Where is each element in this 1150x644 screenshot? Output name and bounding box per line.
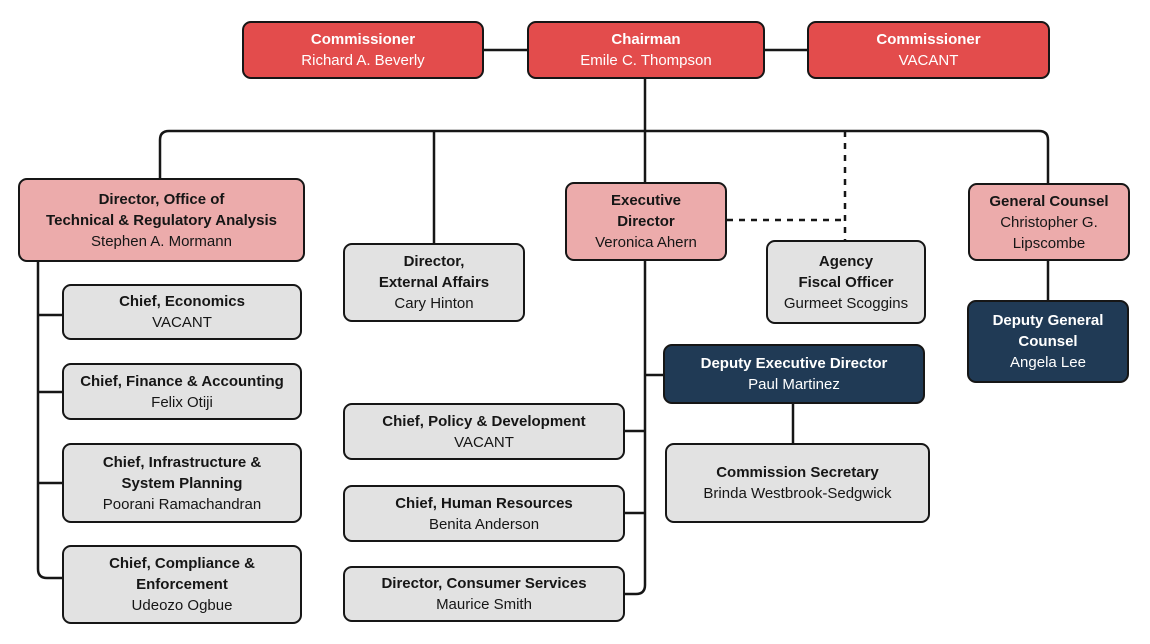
chief-human-resources-title: Chief, Human Resources — [395, 494, 573, 512]
chief-policy-development-name: VACANT — [454, 433, 514, 451]
org-box-chief-infrastructure-system-planning: Chief, Infrastructure & System Planning … — [62, 443, 302, 523]
connector-execdir-chain — [625, 261, 647, 596]
commissioner-right-title: Commissioner — [876, 31, 981, 48]
chief-infrastructure-name: Poorani Ramachandran — [102, 495, 262, 513]
deputy-executive-director-name: Paul Martinez — [748, 376, 840, 393]
org-box-deputy-general-counsel: Deputy General Counsel Angela Lee — [967, 300, 1129, 383]
agency-fiscal-officer-name: Gurmeet Scoggins — [783, 294, 909, 312]
director-consumer-services-title: Director, Consumer Services — [381, 575, 587, 592]
chief-policy-development-title: Chief, Policy & Development — [382, 412, 586, 430]
org-box-commission-secretary: Commission Secretary Brinda Westbrook-Se… — [665, 443, 930, 523]
connector-main-rail — [158, 129, 1050, 183]
org-box-executive-director: Executive Director Veronica Ahern — [565, 182, 727, 261]
general-counsel-title: General Counsel — [989, 192, 1109, 210]
director-otra-name: Stephen A. Mormann — [91, 232, 232, 250]
connector-otra-chain — [36, 262, 62, 580]
org-box-commissioner-left: Commissioner Richard A. Beverly — [242, 21, 484, 79]
commissioner-left-name: Richard A. Beverly — [301, 52, 425, 69]
executive-director-name: Veronica Ahern — [595, 234, 697, 251]
org-box-deputy-executive-director: Deputy Executive Director Paul Martinez — [663, 344, 925, 404]
general-counsel-name: Christopher G. Lipscombe — [1000, 213, 1098, 252]
org-box-agency-fiscal-officer: Agency Fiscal Officer Gurmeet Scoggins — [766, 240, 926, 324]
director-otra-title: Director, Office of Technical & Regulato… — [46, 190, 277, 229]
executive-director-title: Executive Director — [610, 192, 682, 230]
commissioner-right-name: VACANT — [898, 52, 959, 69]
chairman-title: Chairman — [611, 31, 681, 48]
org-box-director-consumer-services: Director, Consumer Services Maurice Smit… — [343, 566, 625, 622]
chief-compliance-name: Udeozo Ogbue — [131, 597, 233, 614]
deputy-executive-director-title: Deputy Executive Director — [700, 355, 888, 372]
chief-economics-name: VACANT — [152, 314, 212, 331]
org-box-director-external-affairs: Director, External Affairs Cary Hinton — [343, 243, 525, 322]
commissioner-left-title: Commissioner — [310, 31, 416, 48]
org-box-chief-compliance-enforcement: Chief, Compliance & Enforcement Udeozo O… — [62, 545, 302, 624]
commission-secretary-title: Commission Secretary — [716, 464, 879, 481]
director-external-affairs-title: Director, External Affairs — [378, 253, 490, 291]
chief-finance-accounting-title: Chief, Finance & Accounting — [80, 372, 284, 390]
chief-human-resources-name: Benita Anderson — [428, 515, 540, 533]
director-consumer-services-name: Maurice Smith — [436, 596, 532, 613]
org-box-general-counsel: General Counsel Christopher G. Lipscombe — [968, 183, 1130, 261]
chief-infrastructure-title: Chief, Infrastructure & System Planning — [102, 453, 262, 492]
org-box-director-otra: Director, Office of Technical & Regulato… — [18, 178, 305, 262]
commission-secretary-name: Brinda Westbrook-Sedgwick — [703, 485, 892, 502]
deputy-general-counsel-title: Deputy General Counsel — [992, 312, 1104, 350]
org-box-chief-finance-accounting: Chief, Finance & Accounting Felix Otiji — [62, 363, 302, 420]
chief-compliance-title: Chief, Compliance & Enforcement — [109, 555, 255, 593]
chief-economics-title: Chief, Economics — [119, 293, 245, 310]
org-box-chief-human-resources: Chief, Human Resources Benita Anderson — [343, 485, 625, 542]
director-external-affairs-name: Cary Hinton — [394, 295, 474, 312]
org-box-chief-economics: Chief, Economics VACANT — [62, 284, 302, 340]
agency-fiscal-officer-title: Agency Fiscal Officer — [798, 252, 894, 291]
chairman-name: Emile C. Thompson — [580, 52, 712, 69]
org-box-chairman: Chairman Emile C. Thompson — [527, 21, 765, 79]
chief-finance-accounting-name: Felix Otiji — [151, 393, 213, 411]
org-box-chief-policy-development: Chief, Policy & Development VACANT — [343, 403, 625, 460]
deputy-general-counsel-name: Angela Lee — [1010, 354, 1086, 371]
org-box-commissioner-right: Commissioner VACANT — [807, 21, 1050, 79]
